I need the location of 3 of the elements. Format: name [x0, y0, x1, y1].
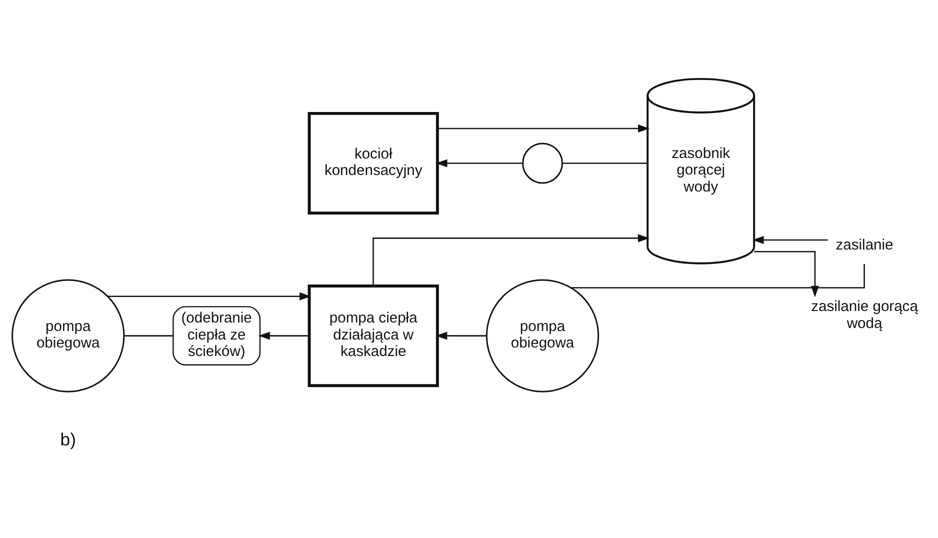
node-text: zasilanie gorącą wodą	[811, 299, 918, 332]
label: b)	[60, 430, 76, 450]
node-text: zasilanie	[836, 238, 894, 254]
